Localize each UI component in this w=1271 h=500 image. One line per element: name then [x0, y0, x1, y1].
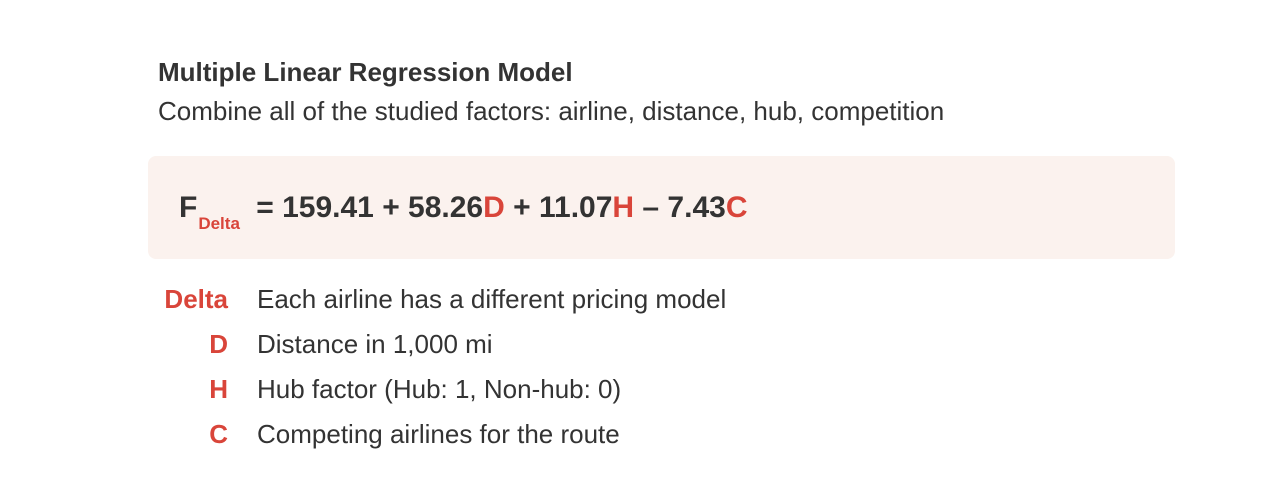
legend-symbol: Delta: [164, 284, 228, 314]
page-title: Multiple Linear Regression Model: [158, 57, 573, 87]
legend-description: Competing airlines for the route: [257, 419, 620, 449]
legend-symbol: C: [209, 419, 228, 449]
legend-description: Distance in 1,000 mi: [257, 329, 493, 359]
formula-lhs: F: [179, 191, 198, 224]
formula-var-h: H: [612, 191, 635, 224]
legend-description: Hub factor (Hub: 1, Non-hub: 0): [257, 374, 622, 404]
page-subtitle: Combine all of the studied factors: airl…: [158, 96, 945, 126]
legend-row-c: C Competing airlines for the route: [148, 417, 1048, 451]
formula-var-c: C: [725, 191, 748, 224]
legend-row-delta: Delta Each airline has a different prici…: [148, 282, 1048, 316]
legend-row-d: D Distance in 1,000 mi: [148, 327, 1048, 361]
formula-competition-coefficient: – 7.43: [634, 191, 726, 224]
regression-formula: FDelta = 159.41 + 58.26D + 11.07H – 7.43…: [179, 189, 748, 233]
formula-intercept-term: = 159.41 + 58.26: [247, 191, 484, 224]
legend-symbol: D: [209, 329, 228, 359]
formula-box: FDelta = 159.41 + 58.26D + 11.07H – 7.43…: [148, 156, 1175, 259]
formula-var-d: D: [483, 191, 505, 224]
formula-hub-coefficient: + 11.07: [504, 191, 613, 224]
legend-row-h: H Hub factor (Hub: 1, Non-hub: 0): [148, 372, 1048, 406]
formula-lhs-subscript: Delta: [198, 214, 240, 233]
legend-description: Each airline has a different pricing mod…: [257, 284, 727, 314]
legend-symbol: H: [209, 374, 228, 404]
